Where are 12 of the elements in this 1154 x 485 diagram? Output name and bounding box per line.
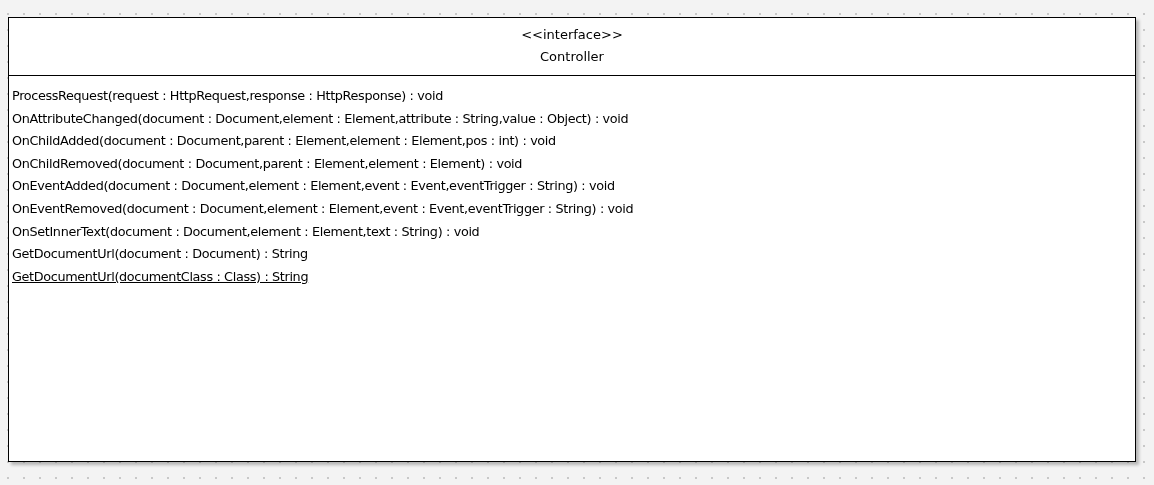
method-signature: OnAttributeChanged(document : Document,element : Element,attribute : String,value : Object) : void (12, 109, 629, 128)
method-signature: GetDocumentUrl(document : Document) : String (12, 245, 308, 264)
method-signature: OnChildAdded(document : Document,parent : Element,element : Element,pos : int) : void (12, 132, 556, 151)
stereotype-label: <<interface>> (521, 26, 623, 43)
method-signature: OnEventAdded(document : Document,element : Element,event : Event,eventTrigger : String) : void (12, 177, 615, 196)
method-signature: OnEventRemoved(document : Document,element : Element,event : Event,eventTrigger : String) : void (12, 199, 634, 218)
method-signature: ProcessRequest(request : HttpRequest,response : HttpResponse) : void (12, 87, 443, 105)
uml-class-box (8, 17, 1136, 462)
class-name: Controller (540, 48, 604, 65)
method-signature: OnSetInnerText(document : Document,element : Element,text : String) : void (12, 222, 480, 241)
method-signature: GetDocumentUrl(documentClass : Class) : String (12, 267, 309, 286)
method-signature: OnChildRemoved(document : Document,parent : Element,element : Element) : void (12, 154, 523, 173)
